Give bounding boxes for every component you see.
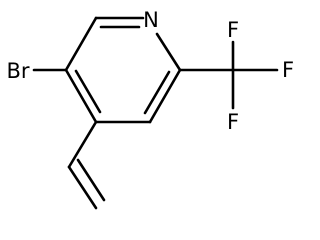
bond-c6-c5-inner bbox=[143, 70, 171, 115]
bond-vinyl-double bbox=[67, 165, 98, 210]
atom-fluorine-bottom: F bbox=[227, 110, 239, 134]
structure-canvas: N Br F F F bbox=[6, 8, 294, 210]
bond-c6-c5 bbox=[148, 68, 182, 124]
bond-c4-c2-inner bbox=[74, 69, 102, 114]
bond-c2-c3 bbox=[64, 16, 98, 72]
bond-c4-c2 bbox=[64, 68, 98, 124]
atom-bromine: Br bbox=[6, 59, 29, 83]
atom-fluorine-top: F bbox=[227, 18, 239, 42]
atom-nitrogen: N bbox=[143, 8, 159, 32]
bond-n1-c6 bbox=[155, 32, 182, 72]
atom-fluorine-right: F bbox=[282, 58, 294, 82]
bond-c4-vinyl bbox=[67, 120, 98, 169]
bond-vinyl-double-inner bbox=[76, 158, 106, 202]
